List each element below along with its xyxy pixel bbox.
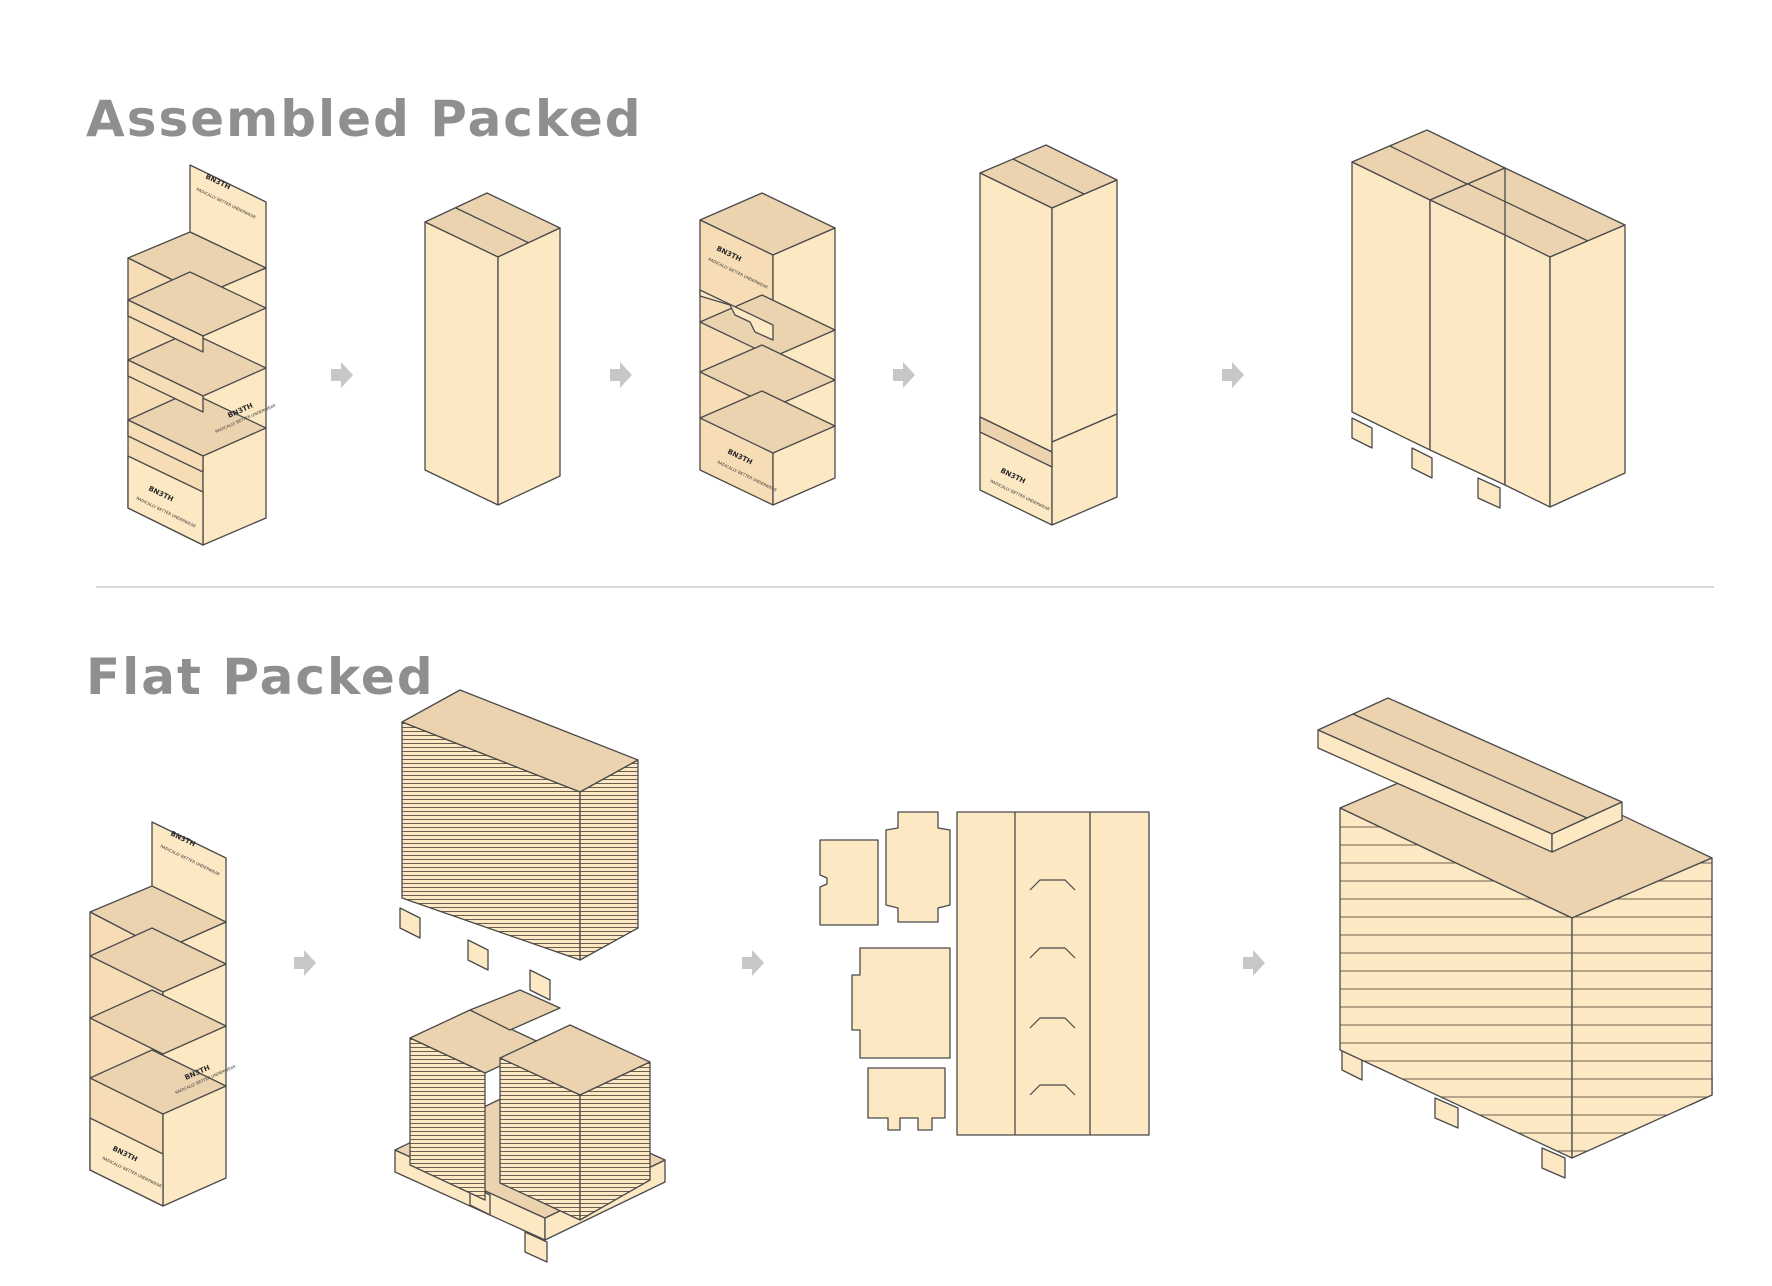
assembled-packed-title: Assembled Packed: [86, 90, 643, 148]
display-stand-assembled: [127, 164, 267, 546]
arrow-right-icon: [1222, 362, 1244, 388]
arrow-right-icon: [742, 950, 764, 976]
arrow-right-icon: [1243, 950, 1265, 976]
panel-notches: [1029, 879, 1076, 1096]
open-box-with-stand: [699, 192, 836, 506]
palletized-boxes: [1351, 129, 1626, 509]
die-cut-parts: [819, 811, 1150, 1136]
arrow-right-icon: [893, 362, 915, 388]
section-divider: [96, 586, 1714, 588]
box-with-base-section: [979, 144, 1118, 526]
flat-pack-final-pallet: [1317, 697, 1713, 1179]
flat-sheet-stack-pallet: [399, 689, 639, 1001]
arrow-right-icon: [331, 362, 353, 388]
arrow-right-icon: [610, 362, 632, 388]
arrow-right-icon: [294, 950, 316, 976]
flat-packed-title: Flat Packed: [86, 648, 435, 706]
closed-shipping-box: [424, 192, 561, 506]
flat-box-stack-pallet: [394, 989, 666, 1263]
display-stand-flat-row: [89, 821, 227, 1207]
